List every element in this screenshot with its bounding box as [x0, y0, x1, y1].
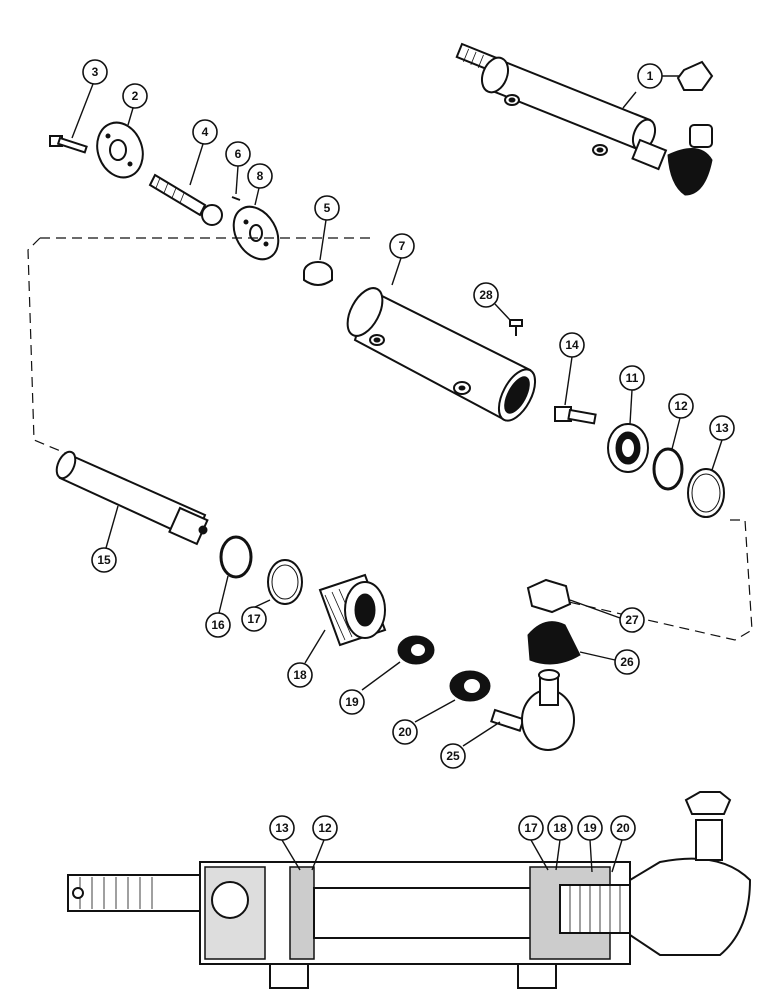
- piston-part-16: [318, 573, 387, 647]
- section-callout-label-18: 18: [553, 821, 567, 835]
- screw-part-28: [509, 319, 523, 336]
- callout-5: [314, 195, 340, 221]
- callout-18: [241, 606, 267, 632]
- callout-label-5: 5: [324, 201, 331, 215]
- callout-label-11: 11: [626, 371, 639, 385]
- section-callout-18: [547, 815, 573, 841]
- callout-label-3: 3: [92, 65, 99, 79]
- piston-rod-part-15: [55, 450, 209, 546]
- callout-12: [668, 393, 694, 419]
- assembly-dashed-line: [27, 237, 753, 641]
- callout-label-13: 13: [715, 421, 729, 435]
- o-ring-part-12: [652, 447, 684, 491]
- callout-27: [619, 607, 645, 633]
- callouts: 1 2 3 4 6 8 5 7 28 14: [71, 59, 735, 873]
- callout-label-2: 2: [132, 89, 139, 103]
- callout-26: [614, 649, 640, 675]
- seal-part-19: [397, 635, 435, 665]
- backup-ring-part-13: [687, 468, 725, 518]
- callout-label-20: 20: [398, 725, 412, 739]
- o-ring-part-17: [219, 535, 253, 579]
- callout-label-6: 6: [235, 147, 242, 161]
- callout-label-1: 1: [647, 69, 654, 83]
- seat-part-5: [303, 261, 333, 286]
- tie-rod-end-part-25: [490, 669, 575, 751]
- callout-label-26: 26: [620, 655, 634, 669]
- callout-label-14: 14: [565, 338, 579, 352]
- callout-3: [82, 59, 108, 85]
- bolt-part-14: [554, 406, 597, 425]
- callout-label-4: 4: [202, 125, 209, 139]
- pin-part-6: [231, 196, 241, 201]
- flange-part-2: [96, 121, 144, 179]
- callout-25: [440, 743, 466, 769]
- gland-part-11: [607, 423, 649, 473]
- bolt-part-3: [49, 135, 88, 154]
- section-callout-12: [312, 815, 338, 841]
- assembled-cylinder: [455, 42, 714, 196]
- callout-8: [247, 163, 273, 189]
- callout-20: [392, 719, 418, 745]
- section-callout-17: [518, 815, 544, 841]
- callout-16: [287, 662, 313, 688]
- callout-label-16: 18: [293, 668, 307, 682]
- callout-6: [225, 141, 251, 167]
- section-callout-label-12: 12: [318, 821, 332, 835]
- ball-stud-part-4: [148, 173, 223, 226]
- section-callout-13: [269, 815, 295, 841]
- callout-2: [122, 83, 148, 109]
- section-callout-label-19: 19: [583, 821, 597, 835]
- callout-28: [473, 282, 499, 308]
- section-view: [67, 791, 752, 989]
- callout-15: [91, 547, 117, 573]
- section-callout-20: [610, 815, 636, 841]
- callout-label-28: 28: [479, 288, 493, 302]
- dust-boot-part-26: [527, 621, 581, 665]
- callout-label-8: 8: [257, 169, 264, 183]
- callout-label-15: 15: [97, 553, 111, 567]
- callout-19: [339, 689, 365, 715]
- section-callout-19: [577, 815, 603, 841]
- wiper-part-20: [449, 670, 491, 702]
- callout-14: [559, 332, 585, 358]
- callout-label-25: 25: [446, 749, 460, 763]
- callout-label-27: 27: [625, 613, 639, 627]
- retainer-plate-part-8: [232, 205, 280, 261]
- callout-13: [709, 415, 735, 441]
- section-callout-label-20: 20: [616, 821, 630, 835]
- section-callout-label-13: 13: [275, 821, 289, 835]
- callout-4: [192, 119, 218, 145]
- callout-label-18: 17: [247, 612, 261, 626]
- cylinder-tube-part-7: [346, 287, 537, 422]
- castle-nut-part-27: [526, 578, 572, 614]
- callout-label-19: 19: [345, 695, 359, 709]
- callout-label-17: 16: [211, 618, 225, 632]
- callout-17: [205, 612, 231, 638]
- callout-label-7: 7: [399, 239, 406, 253]
- callout-11: [619, 365, 645, 391]
- backup-ring-part-18: [267, 559, 303, 605]
- callout-7: [389, 233, 415, 259]
- callout-label-12: 12: [674, 399, 688, 413]
- section-callout-label-17: 17: [524, 821, 538, 835]
